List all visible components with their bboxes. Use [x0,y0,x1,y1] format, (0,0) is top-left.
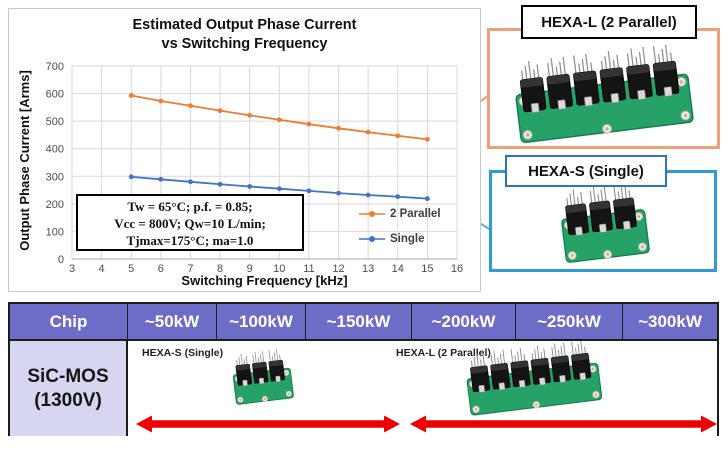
note-line: Tw = 65°C; p.f. = 0.85; [127,199,253,214]
table-header-250kw: ~250kW [516,304,623,339]
legend-marker-icon [359,211,385,217]
power-module-graphic [561,182,650,263]
svg-text:16: 16 [451,263,463,275]
svg-text:3: 3 [69,263,75,275]
chart-title-line2: vs Switching Frequency [161,35,328,52]
table-header-200kw: ~200kW [412,304,516,339]
chip-name-line1: SiC-MOS [27,365,109,387]
note-line: Vcc = 800V; Qw=10 L/min; [114,215,266,231]
chip-name-cell: SiC-MOS (1300V) [10,341,128,436]
phase-current-chart: 0 100 200 300 400 500 600 700 3 4 5 6 7 8 9 10 11 12 13 14 1… [8,8,481,292]
svg-text:9: 9 [247,263,253,275]
hexa-l-range-label: HEXA-L (2 Parallel) [396,347,491,359]
table-header-150kw: ~150kW [306,304,412,339]
svg-text:6: 6 [158,263,164,275]
power-range-arrows [136,415,717,433]
legend-label: 2 Parallel [390,208,441,220]
hexa-l-module-image-row [424,340,644,417]
svg-text:8: 8 [217,263,223,275]
svg-text:14: 14 [392,263,404,275]
module-range-cell: HEXA-S (Single) HEXA-L (2 Parallel) [128,340,717,436]
y-axis-title: Output Phase Current [Arms] [17,70,32,251]
table-header-300kw: ~300kW [623,304,717,339]
double-arrow [136,415,400,433]
svg-text:200: 200 [46,199,64,211]
svg-text:0: 0 [58,254,64,266]
legend-item: 2 Parallel [359,203,441,225]
double-arrow [410,415,717,433]
svg-text:10: 10 [273,263,285,275]
power-range-table: Chip ~50kW ~100kW ~150kW ~200kW ~250kW ~… [8,302,719,436]
table-header-row: Chip ~50kW ~100kW ~150kW ~200kW ~250kW ~… [10,304,717,341]
note-line: Tjmax=175°C; ma=1.0 [126,232,254,248]
chart-title-line1: Estimated Output Phase Current [132,17,357,33]
svg-text:11: 11 [303,263,314,275]
svg-text:12: 12 [332,263,344,275]
hexa-l-callout-box [487,28,720,149]
power-module-graphic [466,340,603,416]
x-axis-title: Switching Frequency [kHz] [181,273,348,288]
svg-text:500: 500 [46,116,64,128]
chip-name-line2: (1300V) [34,389,102,411]
svg-text:600: 600 [46,89,64,101]
top-section: 0 100 200 300 400 500 600 700 3 4 5 6 7 8 9 10 11 12 13 14 1… [8,5,720,292]
hexa-s-module-image-small [204,347,322,409]
hexa-l-module-image [498,44,710,145]
hexa-s-label: HEXA-S (Single) [505,155,667,187]
svg-text:15: 15 [421,263,433,275]
hexa-l-label: HEXA-L (2 Parallel) [521,5,697,39]
svg-text:5: 5 [128,263,134,275]
svg-text:100: 100 [46,226,64,238]
hexa-s-module-image [530,179,680,269]
hexa-s-range-label: HEXA-S (Single) [142,347,224,359]
svg-text:13: 13 [362,263,374,275]
table-body-row: SiC-MOS (1300V) HEXA-S (Single) HEXA-L (… [10,340,717,436]
table-header-100kw: ~100kW [217,304,306,339]
table-header-50kw: ~50kW [128,304,217,339]
svg-text:7: 7 [187,263,193,275]
svg-text:4: 4 [99,263,105,275]
legend-marker-icon [359,236,385,242]
chart-conditions-note: Tw = 65°C; p.f. = 0.85; Vcc = 800V; Qw=1… [76,194,304,251]
svg-text:400: 400 [46,144,64,156]
power-module-graphic [232,349,294,405]
power-module-graphic [515,44,694,144]
legend-label: Single [390,233,425,245]
svg-text:700: 700 [46,61,64,73]
table-header-chip: Chip [10,304,128,339]
legend-item: Single [359,228,441,250]
svg-text:300: 300 [46,171,64,183]
chart-title: Estimated Output Phase Current vs Switch… [9,16,480,54]
